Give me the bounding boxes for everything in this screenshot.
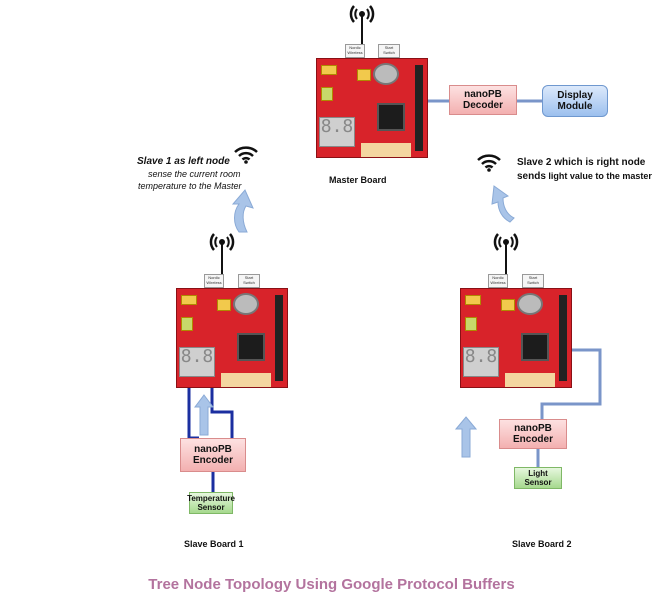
antenna-icon <box>209 233 235 276</box>
nordic-wireless-label: Nordic Wireless <box>204 274 224 288</box>
nordic-wireless-label: Nordic Wireless <box>345 44 365 58</box>
antenna-icon <box>349 5 375 46</box>
up-arrow-icon <box>194 394 214 436</box>
slave1-encoder-box: nanoPB Encoder <box>180 438 246 472</box>
slave2-note-sends: sends <box>517 171 546 182</box>
temperature-sensor-line2: Sensor <box>197 503 225 512</box>
slave1-note-line2: sense the current room <box>148 169 241 179</box>
wifi-icon <box>234 146 258 164</box>
slave2-board-image: 8.8 <box>460 288 572 388</box>
master-board-caption: Master Board <box>329 175 387 185</box>
slave2-encoder-box: nanoPB Encoder <box>499 419 567 449</box>
start-switch-label: Start Switch <box>378 44 400 58</box>
slave1-note-line1: Slave 1 as left node <box>137 156 230 167</box>
start-switch-label: Start Switch <box>522 274 544 288</box>
curved-arrow-icon <box>231 189 254 233</box>
slave1-caption: Slave Board 1 <box>184 539 244 549</box>
slave1-note-line3: temperature to the Master <box>138 181 242 191</box>
start-switch-label: Start Switch <box>238 274 260 288</box>
slave1-board-image: 8.8 <box>176 288 288 388</box>
light-sensor-box: Light Sensor <box>514 467 562 489</box>
slave2-caption: Slave Board 2 <box>512 539 572 549</box>
slave2-note-rest: light value to the master <box>545 171 652 181</box>
temperature-sensor-box: Temperature Sensor <box>187 492 235 514</box>
nordic-wireless-label: Nordic Wireless <box>488 274 508 288</box>
curved-arrow-icon <box>491 185 515 223</box>
wifi-icon <box>477 154 501 172</box>
slave2-note-line2: sends light value to the master <box>517 170 652 183</box>
master-board-image: 8.8 <box>316 58 428 158</box>
display-module-box: Display Module <box>542 85 608 117</box>
up-arrow-icon <box>455 416 477 458</box>
temperature-sensor-line1: Temperature <box>187 494 235 503</box>
diagram-title: Tree Node Topology Using Google Protocol… <box>148 576 515 593</box>
slave2-note-line1: Slave 2 which is right node <box>517 157 646 168</box>
antenna-icon <box>493 233 519 276</box>
nanopb-decoder-box: nanoPB Decoder <box>449 85 517 115</box>
